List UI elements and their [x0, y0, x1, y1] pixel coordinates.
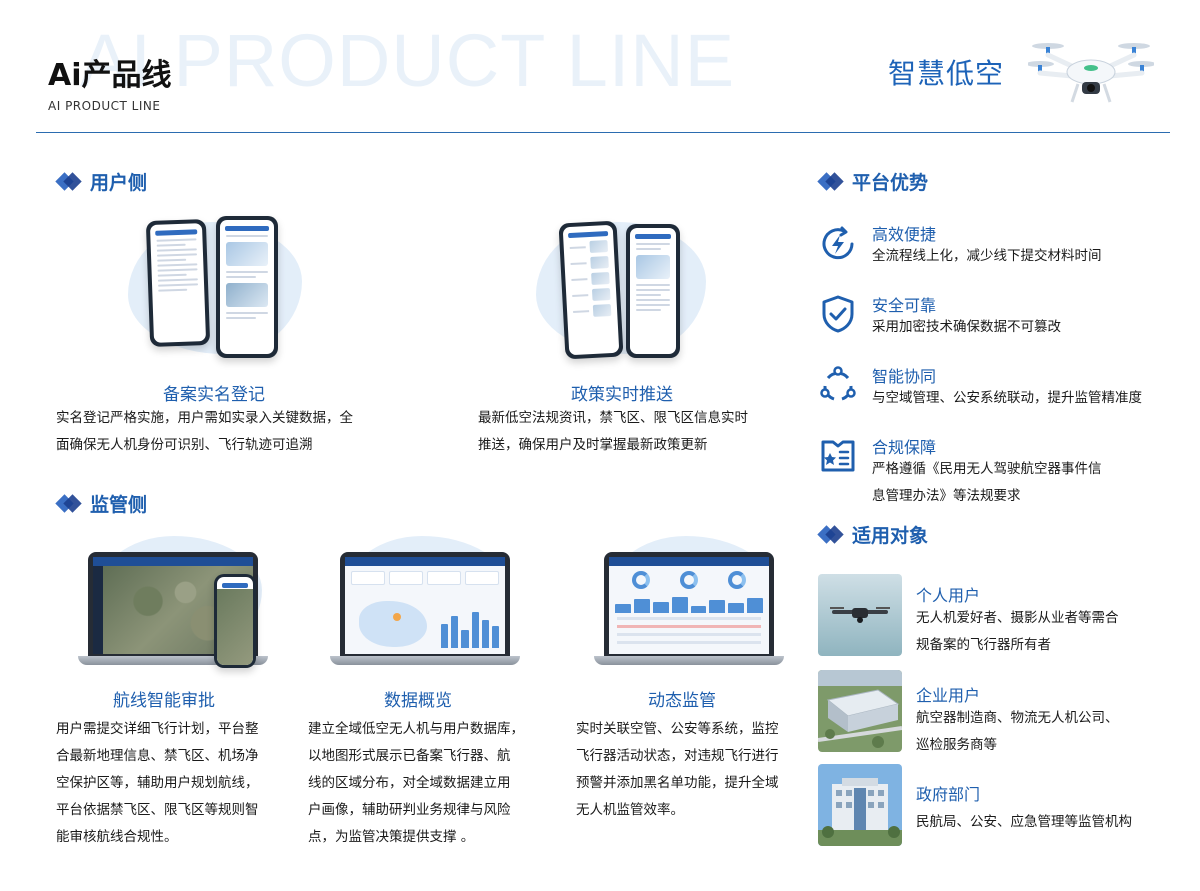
phone-mockup [214, 574, 256, 668]
audience-description: 无人机爱好者、摄影从业者等需合 规备案的飞行器所有者 [916, 610, 1119, 653]
drone-illustration-icon [1028, 43, 1154, 103]
feature-title: 航线智能审批 [113, 691, 215, 711]
page-subtitle: AI PRODUCT LINE [48, 99, 161, 113]
feature-description: 建立全域低空无人机与用户数据库， 以地图形式展示已备案飞行器、航 线的区域分布，… [308, 721, 524, 845]
feature-description: 最新低空法规资讯，禁飞区、限飞区信息实时 推送，确保用户及时掌握最新政策更新 [478, 410, 748, 453]
audience-description: 民航局、公安、应急管理等监管机构 [916, 814, 1132, 830]
audience-title: 个人用户 [916, 586, 981, 605]
feature-title: 备案实名登记 [163, 385, 265, 405]
diamond-marker-icon [817, 524, 844, 544]
cycle-nodes-icon [820, 366, 856, 401]
audience-description: 航空器制造商、物流无人机公司、 巡检服务商等 [916, 710, 1119, 753]
laptop-mockup [594, 552, 784, 666]
advantage-title: 智能协同 [872, 367, 937, 386]
section-audiences: 适用对象 [817, 521, 929, 548]
advantage-title: 安全可靠 [872, 296, 937, 315]
enterprise-user-photo [818, 670, 902, 752]
diamond-marker-icon [817, 171, 844, 191]
advantage-description: 全流程线上化，减少线下提交材料时间 [872, 248, 1102, 264]
feature-title: 数据概览 [384, 691, 452, 711]
section-title: 适用对象 [852, 525, 929, 547]
feature-title: 动态监管 [648, 691, 716, 711]
header-divider [36, 132, 1170, 133]
diamond-marker-icon [55, 171, 82, 191]
advantage-description: 严格遵循《民用无人驾驶航空器事件信 息管理办法》等法规要求 [872, 461, 1102, 504]
phone-mockup [558, 220, 624, 360]
shield-check-icon [822, 295, 854, 333]
personal-user-photo [818, 574, 902, 656]
section-advantages: 平台优势 [817, 168, 929, 195]
laptop-mockup [330, 552, 520, 666]
section-user-side: 用户侧 [55, 168, 148, 195]
advantage-description: 采用加密技术确保数据不可篡改 [872, 319, 1061, 335]
government-photo [818, 764, 902, 846]
advantage-title: 高效便捷 [872, 225, 937, 244]
phone-mockup [216, 216, 278, 358]
section-regulator-side: 监管侧 [55, 490, 148, 517]
page-title: Ai产品线 [48, 58, 172, 93]
audience-title: 企业用户 [916, 686, 981, 705]
section-title: 监管侧 [90, 494, 148, 516]
advantage-title: 合规保障 [872, 438, 937, 457]
diamond-marker-icon [55, 493, 82, 513]
feature-description: 实时关联空管、公安等系统，监控 飞行器活动状态，对违规飞行进行 预警并添加黑名单… [576, 721, 779, 818]
brand-name: 智慧低空 [888, 57, 1005, 90]
advantage-description: 与空域管理、公安系统联动，提升监管精准度 [872, 390, 1142, 406]
feature-title: 政策实时推送 [571, 385, 673, 405]
feature-description: 用户需提交详细飞行计划，平台整 合最新地理信息、禁飞区、机场净 空保护区等，辅助… [56, 721, 259, 845]
phone-mockup [145, 218, 211, 348]
section-title: 平台优势 [852, 172, 929, 194]
audience-title: 政府部门 [916, 785, 981, 804]
lightning-cycle-icon [822, 226, 854, 260]
header-watermark: AI PRODUCT LINE [80, 19, 736, 102]
phone-mockup [626, 224, 680, 358]
feature-description: 实名登记严格实施，用户需如实录入关键数据，全 面确保无人机身份可识别、飞行轨迹可… [56, 410, 353, 453]
document-star-icon [821, 440, 855, 472]
section-title: 用户侧 [90, 172, 148, 194]
